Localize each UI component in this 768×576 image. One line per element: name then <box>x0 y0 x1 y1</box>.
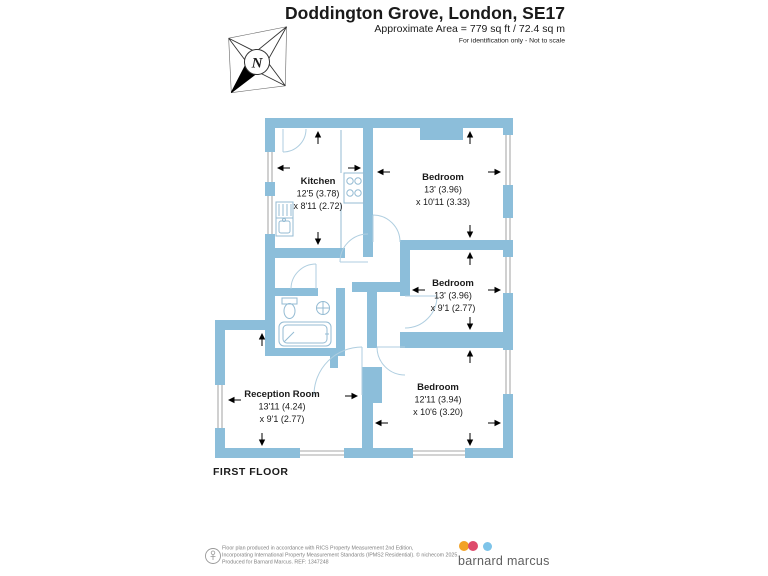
wall <box>400 240 513 250</box>
footer: Floor plan produced in accordance with R… <box>205 541 550 568</box>
room-label-reception: Reception Room 13'11 (4.24) x 9'1 (2.77) <box>244 389 319 424</box>
nichecom-icon <box>205 548 221 564</box>
doors <box>282 128 438 396</box>
door-arc <box>372 214 401 243</box>
window <box>215 385 225 428</box>
compass-icon: N <box>228 26 287 94</box>
hob-icon <box>343 172 365 204</box>
room-name: Bedroom <box>432 278 474 289</box>
window <box>503 218 513 240</box>
wall <box>362 367 373 458</box>
window <box>503 350 513 394</box>
wall <box>265 348 345 356</box>
wall <box>330 356 338 368</box>
room-dim: x 9'1 (2.77) <box>260 414 305 424</box>
wall <box>336 288 345 356</box>
floor-label: FIRST FLOOR <box>213 466 289 478</box>
window <box>503 135 513 185</box>
kitchen-fixtures <box>275 130 365 248</box>
wall <box>265 118 275 356</box>
room-dim: 12'5 (3.78) <box>297 189 340 199</box>
room-dim: 12'11 (3.94) <box>414 395 461 405</box>
window <box>300 448 344 458</box>
wall <box>352 282 410 292</box>
door-arc <box>290 263 317 290</box>
room-name: Reception Room <box>244 389 319 400</box>
wall <box>265 118 513 128</box>
room-name: Bedroom <box>417 382 459 393</box>
bathtub-icon <box>278 321 332 347</box>
disclaimer-line-3: Produced for Barnard Marcus. REF: 134724… <box>222 560 329 566</box>
sink-icon <box>275 201 294 237</box>
room-dim: x 10'11 (3.33) <box>416 197 470 207</box>
approximate-area: Approximate Area = 779 sq ft / 72.4 sq m <box>374 23 565 35</box>
room-name: Bedroom <box>422 172 464 183</box>
room-dim: 13' (3.96) <box>424 185 462 195</box>
disclaimer-line-2: Incorporating International Property Mea… <box>222 552 459 559</box>
toilet-icon <box>281 297 298 319</box>
wall <box>265 288 318 296</box>
brand-name: barnard marcus <box>458 554 550 568</box>
window <box>413 448 465 458</box>
wall <box>215 448 513 458</box>
room-label-bedroom-2: Bedroom 13' (3.96) x 9'1 (2.77) <box>431 278 476 313</box>
room-dim: x 8'11 (2.72) <box>293 201 342 211</box>
wall <box>215 320 275 330</box>
wall <box>363 128 373 257</box>
room-dim: 13'11 (4.24) <box>258 402 305 412</box>
header: Doddington Grove, London, SE17 Approxima… <box>285 3 565 45</box>
room-label-kitchen: Kitchen 12'5 (3.78) x 8'11 (2.72) <box>293 176 342 211</box>
basin-icon <box>316 301 330 315</box>
door-arc <box>404 295 438 329</box>
door-arc <box>282 128 307 153</box>
page-title: Doddington Grove, London, SE17 <box>285 3 565 23</box>
windows <box>215 135 513 458</box>
door-arc <box>313 346 363 396</box>
window <box>503 257 513 293</box>
identification-note: For identification only - Not to scale <box>459 38 565 45</box>
brand-dot-red <box>468 541 478 551</box>
brand-dot-orange <box>459 541 469 551</box>
room-dim: x 9'1 (2.77) <box>431 303 476 313</box>
north-label: N <box>251 56 264 72</box>
wall <box>420 128 463 140</box>
bathroom-fixtures <box>278 297 332 347</box>
room-label-bedroom-3: Bedroom 12'11 (3.94) x 10'6 (3.20) <box>413 382 463 417</box>
door-arc <box>339 233 369 263</box>
brand-logo: barnard marcus <box>458 541 550 568</box>
wall <box>400 332 513 348</box>
room-label-bedroom-1: Bedroom 13' (3.96) x 10'11 (3.33) <box>416 172 470 207</box>
brand-dot-blue <box>483 542 492 551</box>
room-dim: 13' (3.96) <box>434 291 472 301</box>
wall <box>400 250 410 296</box>
window <box>265 196 275 234</box>
wall <box>367 292 377 348</box>
door-arc <box>376 346 406 376</box>
wall <box>265 248 345 258</box>
wall <box>362 367 382 403</box>
window <box>265 152 275 182</box>
room-dim: x 10'6 (3.20) <box>413 407 463 417</box>
disclaimer-line-1: Floor plan produced in accordance with R… <box>222 546 413 552</box>
room-name: Kitchen <box>301 176 336 187</box>
